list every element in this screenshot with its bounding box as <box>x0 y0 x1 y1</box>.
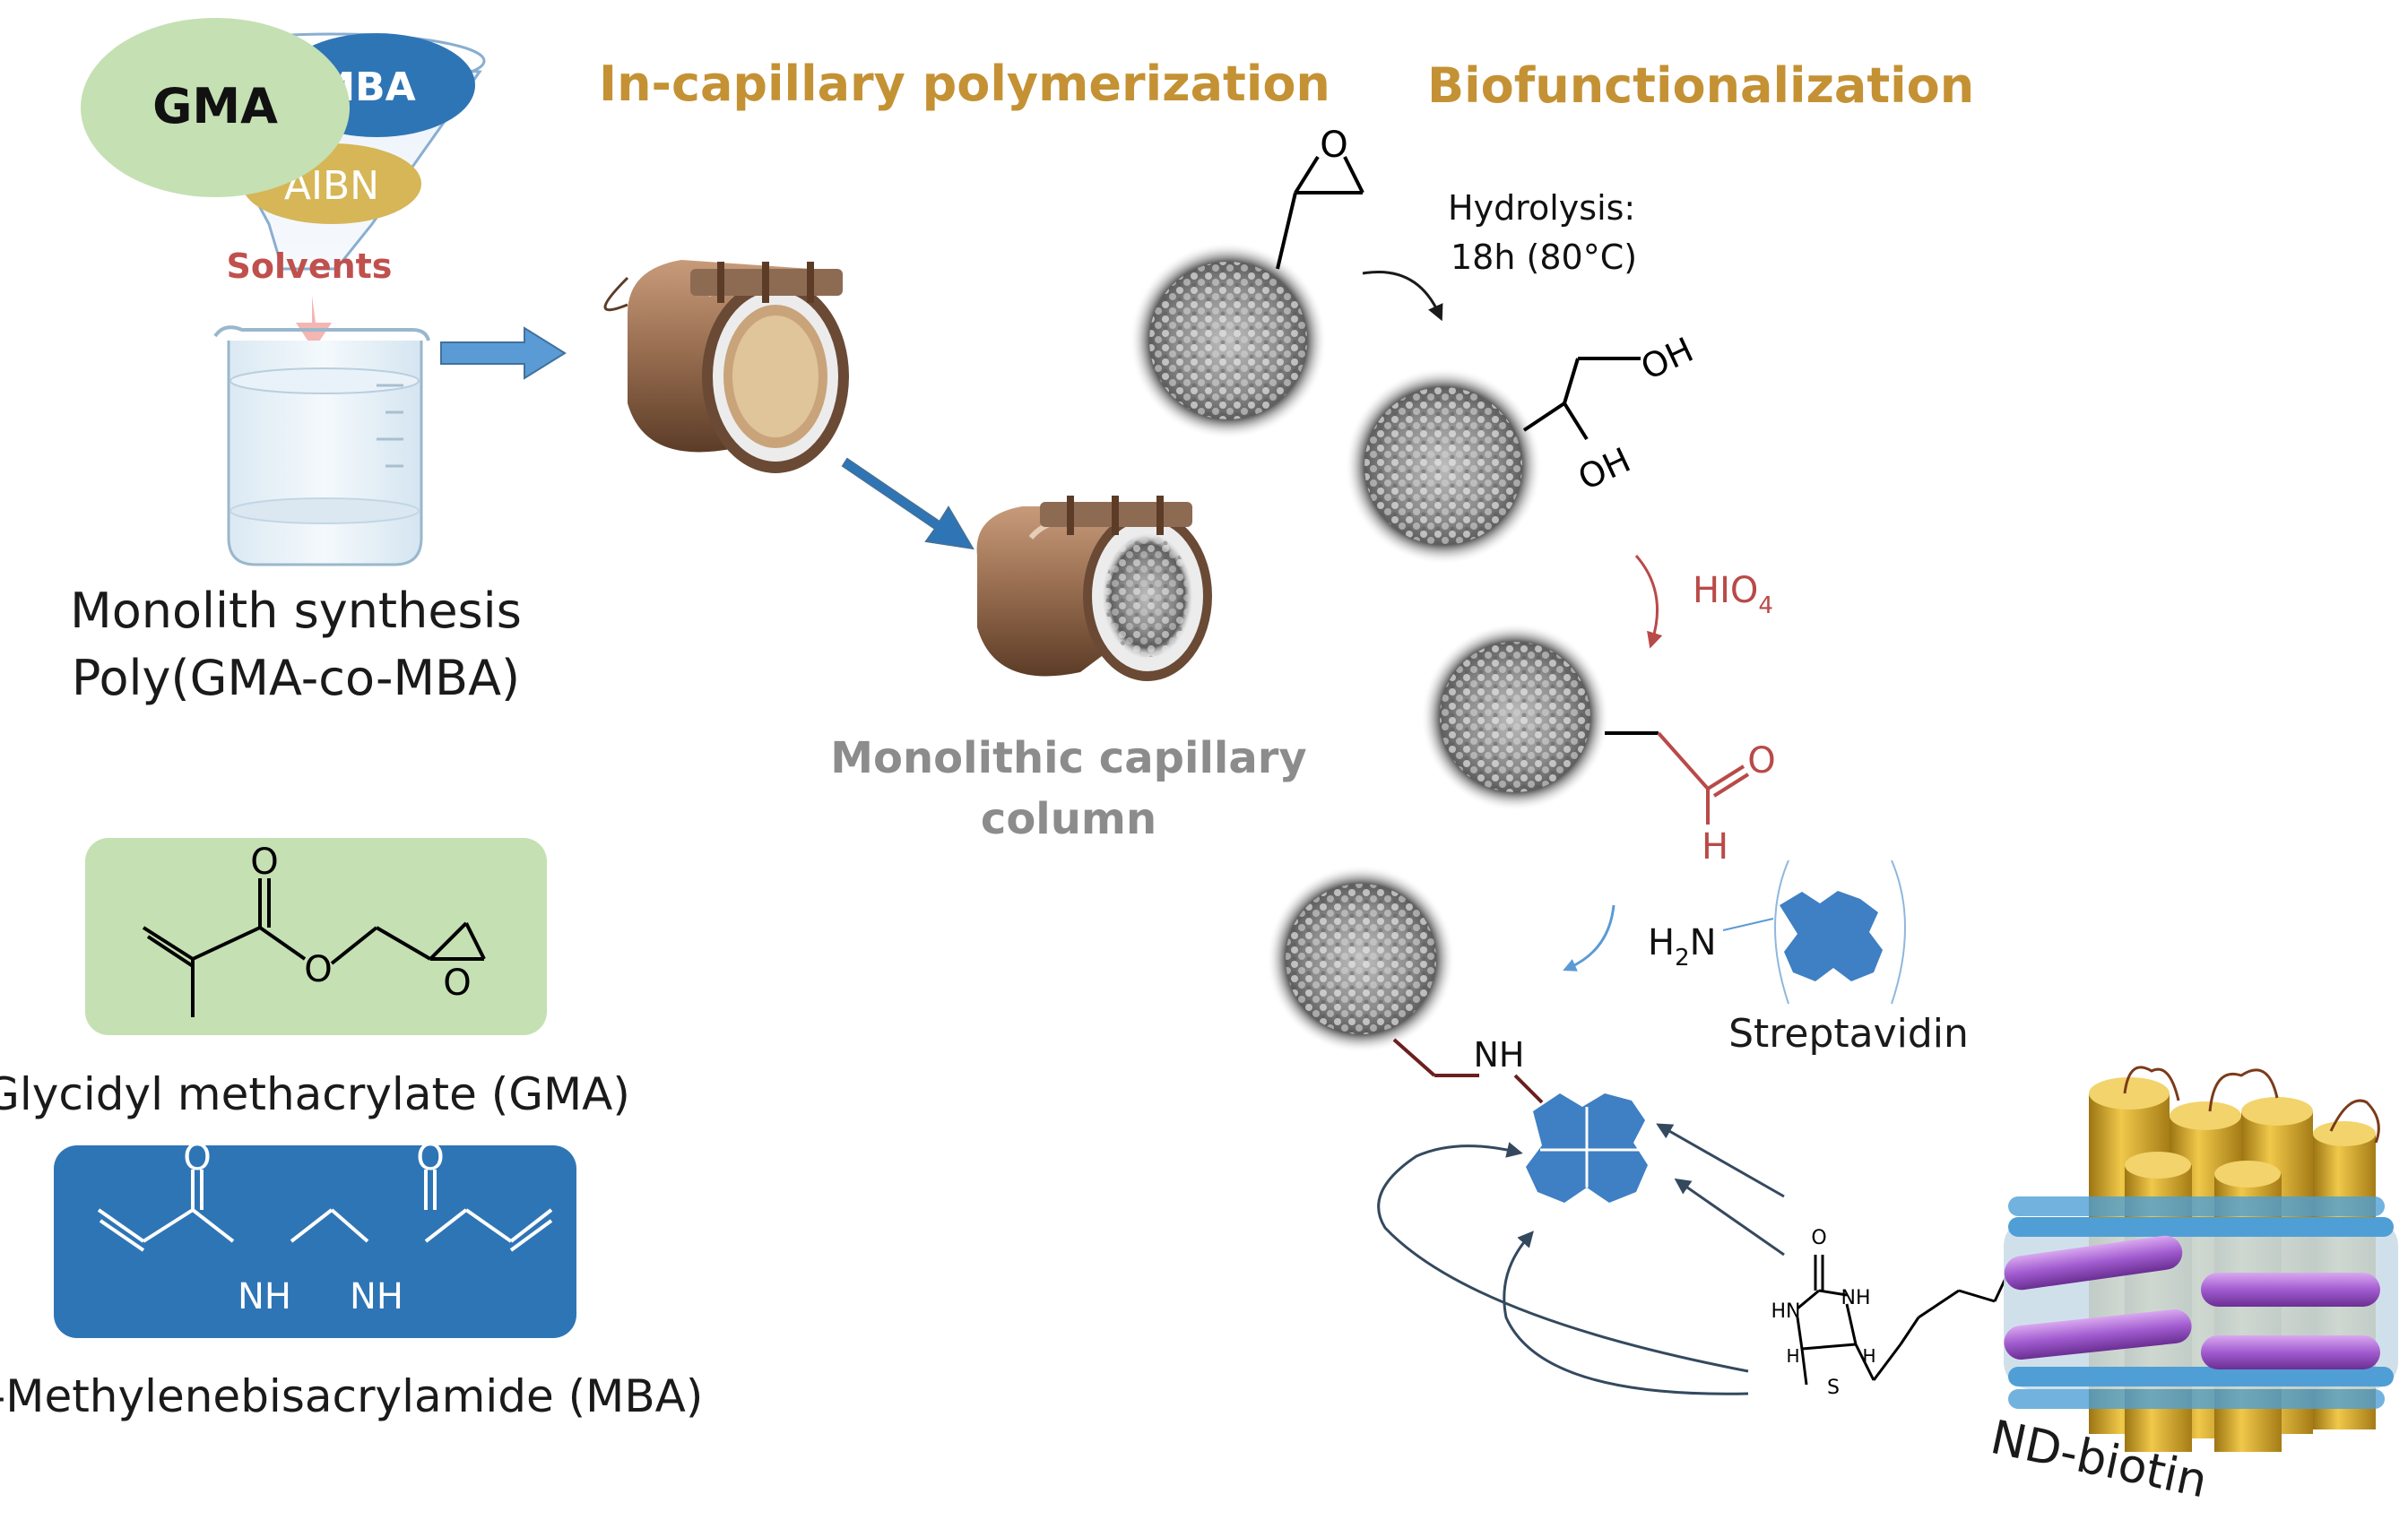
biotin-structure <box>1796 1255 2010 1386</box>
mba-name-label: N,N’-Methylenebisacrylamide (MBA) <box>0 1370 703 1422</box>
arrow-to-capillary <box>440 326 567 380</box>
biotin-nh-label: NH <box>1841 1287 1871 1309</box>
monolith-particle-epoxide <box>1130 242 1327 439</box>
synthesis-caption-line2: Poly(GMA-co-MBA) <box>72 650 520 706</box>
polymerization-title: In-capillary polymerization <box>599 56 1330 112</box>
periodate-arrow <box>1634 555 1663 649</box>
amine-label: H2N <box>1648 922 1717 972</box>
streptavidin-label: Streptavidin <box>1728 1011 1969 1057</box>
solvents-label: Solvents <box>227 246 393 286</box>
biofunctionalization-title: Biofunctionalization <box>1427 57 1974 114</box>
biotin-h-label-left: H <box>1786 1345 1799 1367</box>
monolith-particle-diol <box>1345 367 1542 565</box>
gma-name-label: Glycidyl methacrylate (GMA) <box>0 1068 630 1120</box>
mba-nh-label-right: NH <box>350 1276 403 1317</box>
gma-epoxide-o-label: O <box>443 963 471 1004</box>
gma-ester-o-label: O <box>304 949 332 990</box>
binding-arrows <box>1377 1123 1785 1395</box>
hydrolysis-condition-label: 18h (80°C) <box>1451 238 1637 277</box>
epoxide-group <box>1276 155 1364 270</box>
gma-reagent-ellipse: GMA <box>81 18 350 197</box>
aldehyde-h-label: H <box>1702 826 1728 868</box>
column-caption-line1: Monolithic capillary <box>830 733 1306 783</box>
epoxide-o-label: O <box>1320 125 1347 166</box>
mba-nh-label-left: NH <box>238 1276 291 1317</box>
nanodisc-icon <box>2004 1066 2398 1452</box>
column-caption-line2: column <box>981 794 1156 844</box>
streptavidin-bracket <box>1774 859 1906 1005</box>
beaker-icon <box>213 325 430 566</box>
mba-o-label-left: O <box>183 1137 211 1179</box>
streptavidin-icon <box>1780 891 1883 981</box>
aldehyde-group <box>1605 731 1750 825</box>
amine-bond <box>1722 918 1774 931</box>
diol-oh-upper: OH <box>1635 330 1700 388</box>
arrow-to-column <box>841 457 974 550</box>
biotin-s-label: S <box>1827 1377 1840 1399</box>
pour-arrow <box>296 296 332 350</box>
bound-streptavidin-icon <box>1526 1093 1648 1203</box>
biotin-h-label-right: H <box>1862 1345 1875 1367</box>
periodate-label: HIO4 <box>1693 570 1773 619</box>
empty-capillary-icon <box>603 260 849 473</box>
synthesis-caption-line1: Monolith synthesis <box>70 583 522 639</box>
monolithic-column-icon <box>976 496 1212 681</box>
aldehyde-o-label: O <box>1747 740 1775 782</box>
gma-structure-box <box>85 838 547 1035</box>
mba-structure-box <box>54 1145 576 1338</box>
hydrolysis-label: Hydrolysis: <box>1448 188 1635 228</box>
gma-structure <box>142 878 486 1017</box>
mba-structure <box>97 1170 553 1252</box>
monolith-particle-aldehyde <box>1421 623 1609 811</box>
monolith-particle-amine <box>1267 865 1455 1053</box>
nh-linker <box>1392 1038 1544 1104</box>
diol-group <box>1522 357 1641 441</box>
coupling-arrow <box>1563 904 1615 972</box>
nh-label: NH <box>1474 1035 1525 1075</box>
hydrolysis-arrow <box>1362 271 1443 322</box>
biotin-hn-label: HN <box>1771 1300 1801 1323</box>
biotin-o-label: O <box>1811 1227 1826 1249</box>
mba-o-label-right: O <box>416 1137 444 1179</box>
gma-carbonyl-o-label: O <box>250 842 278 883</box>
diol-oh-lower: OH <box>1572 440 1637 498</box>
gma-label: GMA <box>152 78 278 134</box>
